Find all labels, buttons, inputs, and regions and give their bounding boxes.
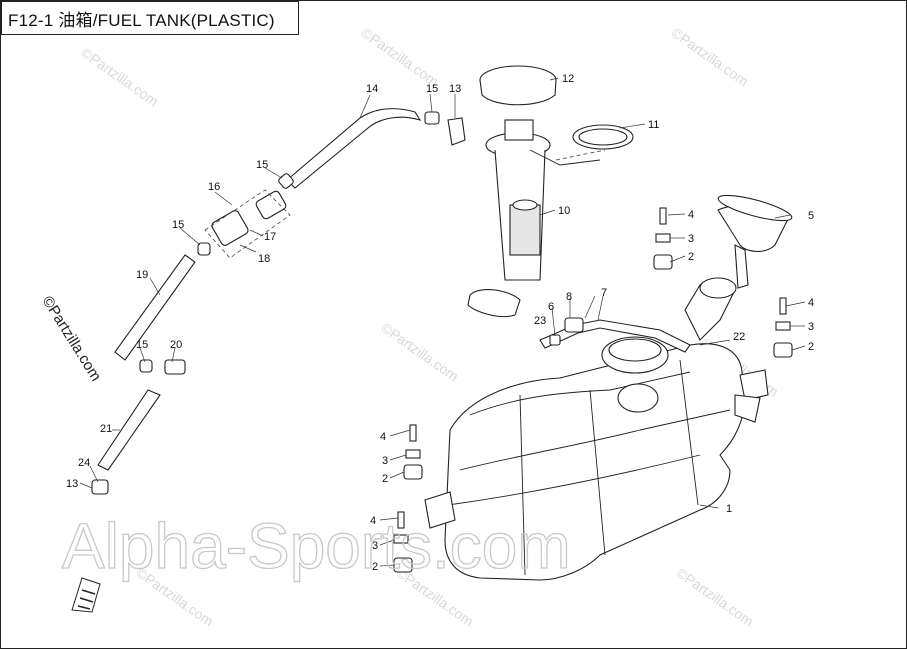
callout-2: 2 <box>372 561 378 573</box>
leader-lines <box>79 77 806 567</box>
callout-3: 3 <box>688 233 694 245</box>
fuel-pump-assembly <box>467 65 634 318</box>
watermark-small: ©Partzilla.com <box>673 564 756 629</box>
callout-21: 21 <box>100 423 112 435</box>
callout-16: 16 <box>208 181 220 193</box>
callout-2: 2 <box>808 341 814 353</box>
callout-labels: 1 2 2 2 2 3 3 3 3 4 4 4 4 5 6 7 8 10 11 … <box>66 73 814 573</box>
callout-18: 18 <box>258 253 270 265</box>
callout-4: 4 <box>808 297 814 309</box>
callout-4: 4 <box>370 515 376 527</box>
callout-7: 7 <box>601 287 607 299</box>
fuel-tank <box>424 277 769 581</box>
callout-4: 4 <box>688 209 694 221</box>
callout-11: 11 <box>648 119 659 131</box>
fuel-hoses <box>91 108 466 495</box>
watermark-side: ©Partzilla.com <box>39 293 105 384</box>
callout-23: 23 <box>534 315 546 327</box>
callout-14: 14 <box>366 83 378 95</box>
callout-19: 19 <box>136 269 148 281</box>
callout-3: 3 <box>808 321 814 333</box>
callout-8: 8 <box>566 291 572 303</box>
callout-24: 24 <box>78 457 90 469</box>
watermark-main: Alpha-Sports.com <box>62 510 571 582</box>
callout-13: 13 <box>66 478 78 490</box>
callout-12: 12 <box>562 73 574 85</box>
callout-22: 22 <box>733 331 745 343</box>
diagram-title-box: F12-1 油箱/FUEL TANK(PLASTIC) <box>1 1 299 35</box>
funnel <box>717 194 793 289</box>
callout-15: 15 <box>256 159 268 171</box>
callout-2: 2 <box>382 473 388 485</box>
callout-3: 3 <box>382 455 388 467</box>
callout-3: 3 <box>372 540 378 552</box>
callout-4: 4 <box>380 431 386 443</box>
watermark-small: ©Partzilla.com <box>378 319 461 384</box>
callout-2: 2 <box>688 251 694 263</box>
diagram-title: F12-1 油箱/FUEL TANK(PLASTIC) <box>8 10 275 30</box>
watermark-small: ©Partzilla.com <box>358 24 441 89</box>
mounting-hardware <box>393 207 793 573</box>
callout-5: 5 <box>808 210 814 222</box>
callout-6: 6 <box>548 301 554 313</box>
watermark-small: ©Partzilla.com <box>78 44 161 109</box>
callout-15: 15 <box>136 339 148 351</box>
callout-15: 15 <box>426 83 438 95</box>
callout-20: 20 <box>170 339 182 351</box>
callout-15: 15 <box>172 219 184 231</box>
callout-10: 10 <box>558 205 570 217</box>
watermark-small: ©Partzilla.com <box>668 24 751 89</box>
callout-13: 13 <box>449 83 461 95</box>
callout-17: 17 <box>264 231 276 243</box>
callout-1: 1 <box>726 503 732 515</box>
front-arrow-icon <box>71 577 101 613</box>
